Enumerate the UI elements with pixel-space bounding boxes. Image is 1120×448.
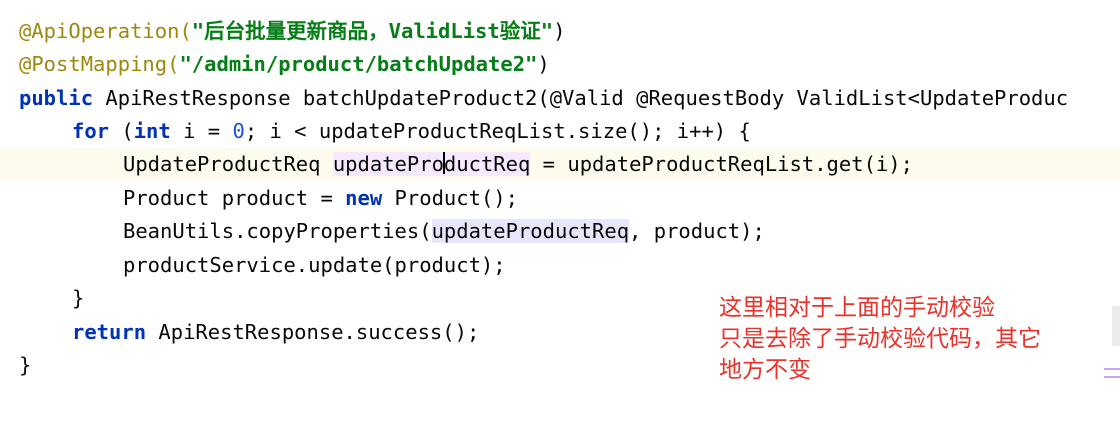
code-line-5-current[interactable]: UpdateProductReq updateProductReq = upda…	[0, 148, 1120, 181]
code-content: }	[19, 353, 32, 377]
code-content: productService.update(product);	[123, 253, 506, 277]
keyword-token: new	[345, 186, 383, 210]
variable-part: updatePro	[332, 152, 444, 176]
code-content: Product product = new Product();	[123, 182, 518, 215]
scrollbar-thumb[interactable]	[1112, 306, 1120, 346]
string-token: "/admin/product/batchUpdate2"	[179, 52, 538, 76]
code-content: @PostMapping("/admin/product/batchUpdate…	[19, 48, 550, 81]
code-content: public ApiRestResponse batchUpdateProduc…	[19, 82, 1068, 115]
code-text: ApiRestResponse batchUpdateProduct2(@Val…	[93, 86, 1069, 110]
code-content: UpdateProductReq updateProductReq = upda…	[123, 148, 913, 181]
scrollbar-markers[interactable]	[1104, 306, 1120, 404]
code-text: Product();	[382, 186, 518, 210]
annotation-token: @ApiOperation(	[19, 19, 192, 43]
code-content: }	[72, 286, 85, 310]
code-content: @ApiOperation("后台批量更新商品，ValidList验证")	[19, 15, 565, 48]
code-text: ApiRestResponse.success();	[146, 320, 480, 344]
code-content: for (int i = 0; i < updateProductReqList…	[72, 115, 751, 148]
code-line-6[interactable]: Product product = new Product();	[0, 182, 1120, 215]
code-line-2[interactable]: @PostMapping("/admin/product/batchUpdate…	[0, 48, 1120, 81]
code-line-7[interactable]: BeanUtils.copyProperties(updateProductRe…	[0, 215, 1120, 248]
keyword-token: public	[19, 86, 94, 110]
variable-part: ductReq	[443, 152, 531, 176]
code-line-8[interactable]: productService.update(product);	[0, 249, 1120, 282]
code-text: ; i < updateProductReqList.size(); i++) …	[244, 119, 751, 143]
keyword-token: return	[72, 320, 147, 344]
paren-token: )	[553, 19, 566, 43]
code-editor[interactable]: @ApiOperation("后台批量更新商品，ValidList验证") @P…	[0, 0, 1120, 404]
code-text: = updateProductReqList.get(i);	[530, 152, 913, 176]
annotation-token: @PostMapping(	[19, 52, 180, 76]
code-content: BeanUtils.copyProperties(updateProductRe…	[123, 215, 765, 248]
highlighted-variable: updateProductReq	[332, 152, 531, 176]
code-text: i =	[170, 119, 233, 143]
code-content: return ApiRestResponse.success();	[72, 316, 479, 349]
keyword-token: for	[72, 119, 110, 143]
code-line-10[interactable]: return ApiRestResponse.success();	[0, 316, 1120, 349]
code-text: UpdateProductReq	[123, 152, 333, 176]
error-stripe-mark[interactable]	[1104, 368, 1120, 370]
error-stripe-mark[interactable]	[1104, 376, 1120, 378]
keyword-token: int	[133, 119, 171, 143]
string-token: "后台批量更新商品，ValidList验证"	[191, 19, 554, 43]
paren-token: )	[537, 52, 550, 76]
text-caret	[442, 152, 445, 174]
code-line-1[interactable]: @ApiOperation("后台批量更新商品，ValidList验证")	[0, 15, 1120, 48]
code-line-3[interactable]: public ApiRestResponse batchUpdateProduc…	[0, 82, 1120, 115]
code-text: Product product =	[123, 186, 346, 210]
annotation-note: 这里相对于上面的手动校验 只是去除了手动校验代码，其它 地方不变	[719, 295, 1041, 383]
number-token: 0	[232, 119, 245, 143]
highlighted-variable: updateProductReq	[431, 219, 630, 243]
code-line-4[interactable]: for (int i = 0; i < updateProductReqList…	[0, 115, 1120, 148]
code-text: , product);	[629, 219, 765, 243]
code-text: (	[109, 119, 134, 143]
code-line-9[interactable]: }	[0, 282, 1120, 315]
code-line-11[interactable]: }	[0, 349, 1120, 382]
code-text: BeanUtils.copyProperties(	[123, 219, 432, 243]
